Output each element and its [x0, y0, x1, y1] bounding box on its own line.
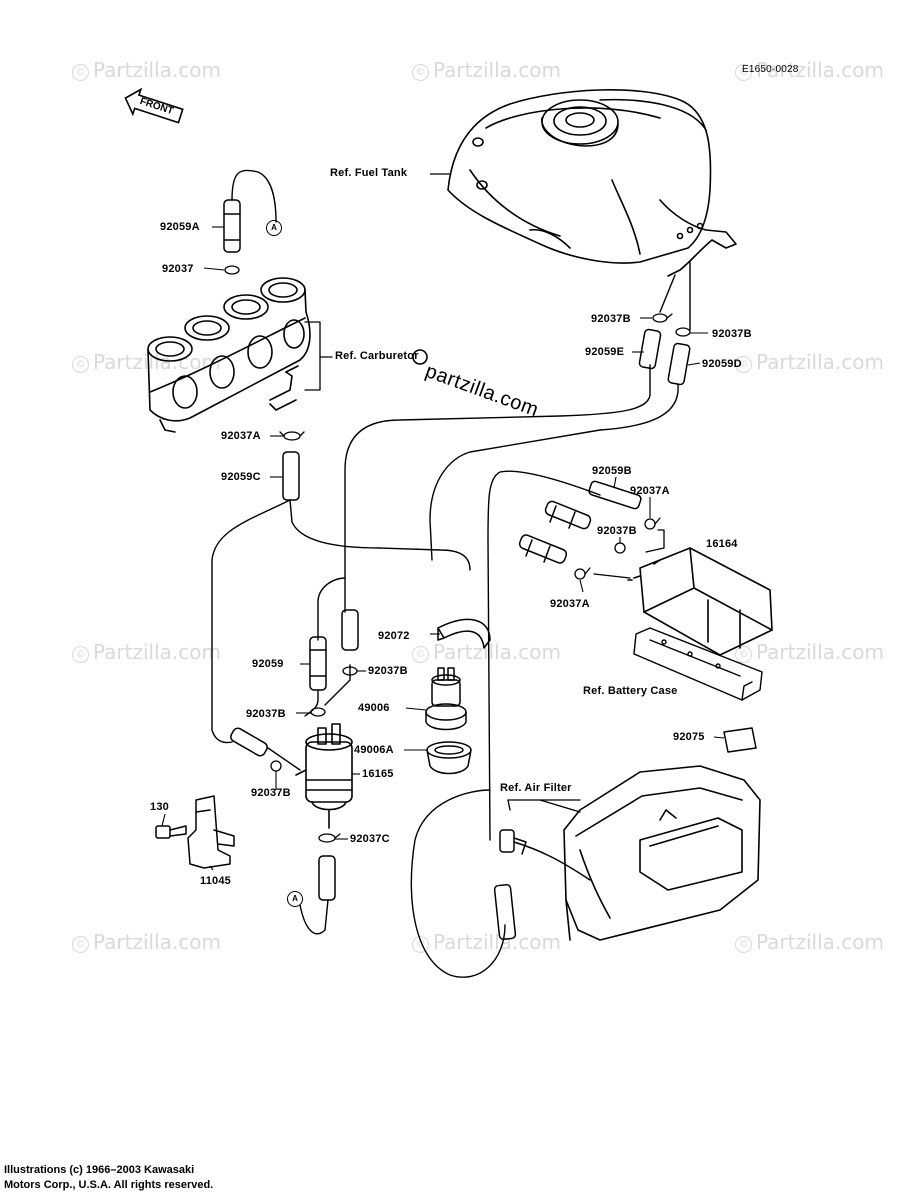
ref-battery-case-label[interactable]: Ref. Battery Case	[583, 685, 678, 697]
part-label-49006[interactable]: 49006	[358, 702, 390, 714]
part-label-92059E[interactable]: 92059E	[585, 346, 625, 358]
part-92072	[437, 618, 491, 649]
part-label-92037B[interactable]: 92037B	[251, 787, 291, 799]
fuel-pump-16165	[295, 723, 353, 829]
part-92075	[723, 727, 757, 753]
part-label-16164[interactable]: 16164	[706, 538, 738, 550]
part-label-11045[interactable]: 11045	[200, 875, 231, 887]
canister-16164	[627, 547, 773, 656]
fuel-line-paths	[211, 169, 691, 978]
part-label-16165[interactable]: 16165	[362, 768, 394, 780]
watermark: ©Partzilla.com	[412, 640, 561, 664]
part-label-92037A[interactable]: 92037A	[550, 598, 590, 610]
ref-carburetor-label[interactable]: Ref. Carburetor	[335, 350, 419, 362]
copyright-notice: Illustrations (c) 1966–2003 Kawasaki Mot…	[4, 1163, 213, 1193]
part-label-92037[interactable]: 92037	[162, 263, 194, 275]
part-label-49006A[interactable]: 49006A	[354, 744, 394, 756]
battery-case-illustration	[633, 627, 763, 701]
part-label-92059[interactable]: 92059	[252, 658, 284, 670]
part-label-92037B[interactable]: 92037B	[591, 313, 631, 325]
watermark: ©Partzilla.com	[735, 930, 884, 954]
ref-fuel-tank-leader	[430, 173, 450, 175]
front-direction-marker: FRONT	[119, 83, 187, 131]
connector-a-top: A	[266, 220, 282, 236]
watermark: ©Partzilla.com	[735, 58, 884, 82]
part-label-92037C[interactable]: 92037C	[350, 833, 390, 845]
watermark: ©Partzilla.com	[735, 640, 884, 664]
part-label-92075[interactable]: 92075	[673, 731, 705, 743]
watermark: ©Partzilla.com	[735, 350, 884, 374]
part-label-92037B[interactable]: 92037B	[368, 665, 408, 677]
part-label-92059B[interactable]: 92059B	[592, 465, 632, 477]
hose-parts	[223, 199, 691, 941]
part-label-92037B[interactable]: 92037B	[712, 328, 752, 340]
part-49006	[425, 667, 467, 731]
air-filter-illustration	[563, 765, 761, 941]
watermark: ©Partzilla.com	[412, 58, 561, 82]
part-label-92037B[interactable]: 92037B	[246, 708, 286, 720]
ref-fuel-tank-label[interactable]: Ref. Fuel Tank	[330, 167, 408, 179]
fuel-tank-illustration	[447, 89, 737, 277]
watermark: ©Partzilla.com	[72, 640, 221, 664]
copyright-line-2: Motors Corp., U.S.A. All rights reserved…	[4, 1179, 214, 1191]
part-label-130[interactable]: 130	[150, 801, 169, 813]
part-label-92059D[interactable]: 92059D	[702, 358, 742, 370]
bracket-11045	[187, 795, 235, 869]
bolt-130	[155, 825, 187, 839]
part-label-92059C[interactable]: 92059C	[221, 471, 261, 483]
part-label-92037A[interactable]: 92037A	[630, 485, 670, 497]
air-filter-fitting	[499, 829, 591, 881]
ref-air-filter-label[interactable]: Ref. Air Filter	[500, 782, 572, 794]
diagram-code: E1650-0028	[742, 64, 799, 75]
watermark: ©Partzilla.com	[72, 930, 221, 954]
carburetor-illustration	[147, 277, 311, 433]
part-label-92037B[interactable]: 92037B	[597, 525, 637, 537]
watermark: ©Partzilla.com	[412, 930, 561, 954]
part-label-92072[interactable]: 92072	[378, 630, 410, 642]
watermark: ©Partzilla.com	[72, 58, 221, 82]
part-label-92059A[interactable]: 92059A	[160, 221, 200, 233]
part-label-92037A[interactable]: 92037A	[221, 430, 261, 442]
copyright-line-1: Illustrations (c) 1966–2003 Kawasaki	[4, 1164, 195, 1176]
connector-a-bottom: A	[287, 891, 303, 907]
